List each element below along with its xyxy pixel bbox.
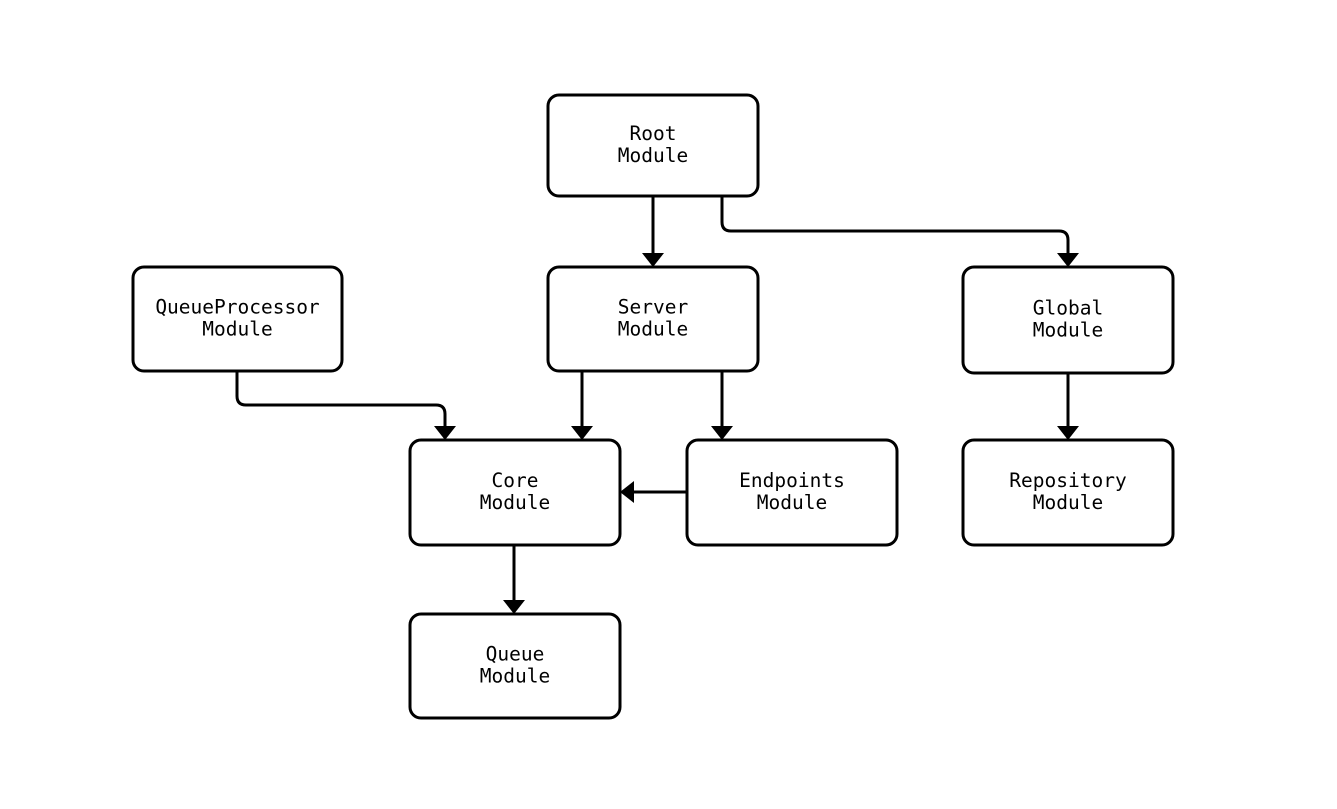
queue-module-node-label-line1: Queue [486, 643, 545, 666]
edge-root-to-server [642, 196, 664, 267]
repository-module-node-label-line1: Repository [1009, 469, 1126, 492]
global-module-node-label-line1: Global [1033, 297, 1103, 320]
edge-server-to-core [571, 371, 593, 440]
repository-module-node-label-line2: Module [1033, 491, 1103, 514]
endpoints-module-node-label-line2: Module [757, 491, 827, 514]
queue-module-node-label-line2: Module [480, 665, 550, 688]
server-module-node-box[interactable] [546, 265, 760, 373]
edge-queueprocessor-to-core [235, 371, 456, 440]
queue-module-node-box[interactable] [408, 612, 622, 720]
endpoints-module-node-box[interactable] [685, 438, 899, 547]
edge-root-to-server-arrowhead-icon [642, 253, 664, 267]
endpoints-module-node-label-line1: Endpoints [739, 469, 845, 492]
root-module-node-box[interactable] [546, 93, 760, 198]
edge-queueprocessor-to-core-arrowhead-icon [434, 426, 456, 440]
server-module-node-label-line1: Server [618, 296, 688, 319]
edge-root-to-global [720, 196, 1079, 267]
repository-module-node-box[interactable] [961, 438, 1175, 547]
root-module-node-label-line2: Module [618, 144, 688, 167]
root-module-node-label-line1: Root [630, 122, 677, 145]
edge-server-to-core-arrowhead-icon [571, 426, 593, 440]
edge-endpoints-to-core [620, 481, 687, 503]
global-module-node-box[interactable] [961, 265, 1175, 375]
edge-root-to-global-arrowhead-icon [1057, 253, 1079, 267]
server-module-node-label-line2: Module [618, 318, 688, 341]
edge-root-to-global-line [720, 196, 1070, 258]
edge-server-to-endpoints [711, 371, 733, 440]
queueprocessor-module-node-label-line2: Module [202, 318, 272, 341]
core-module-node-label-line1: Core [492, 469, 539, 492]
edge-queueprocessor-to-core-line [235, 371, 447, 431]
core-module-node-box[interactable] [408, 438, 622, 547]
edge-core-to-queue-arrowhead-icon [503, 600, 525, 614]
core-module-node-label-line2: Module [480, 491, 550, 514]
edge-endpoints-to-core-arrowhead-icon [620, 481, 634, 503]
edge-global-to-repository-arrowhead-icon [1057, 426, 1079, 440]
edges-layer [235, 196, 1079, 614]
nodes-layer: RootModuleQueueProcessorModuleServerModu… [131, 93, 1175, 720]
edge-global-to-repository [1057, 373, 1079, 440]
queueprocessor-module-node-label-line1: QueueProcessor [155, 296, 319, 319]
edge-core-to-queue [503, 545, 525, 614]
queueprocessor-module-node-box[interactable] [131, 265, 344, 373]
edge-server-to-endpoints-arrowhead-icon [711, 426, 733, 440]
global-module-node-label-line2: Module [1033, 319, 1103, 342]
